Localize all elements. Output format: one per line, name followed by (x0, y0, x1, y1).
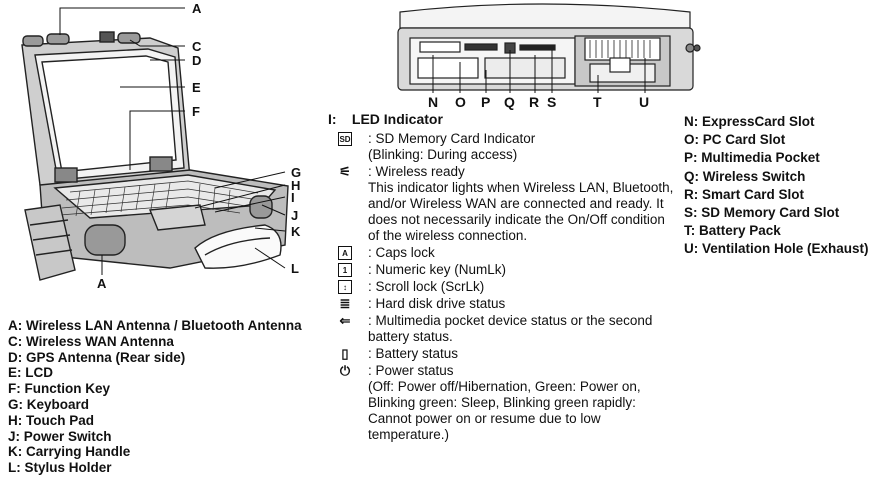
led-item-wireless: ⚟ : Wireless ready This indicator lights… (339, 164, 674, 243)
led-indicator-list: SD : SD Memory Card Indicator (Blinking:… (338, 131, 678, 444)
side-view-illustration (397, 3, 701, 91)
legend-item: L: Stylus Holder (8, 460, 112, 476)
callout-d: D (192, 53, 202, 68)
caps-lock-icon: A (338, 246, 352, 260)
led-item-hdd: ≣ : Hard disk drive status (339, 296, 506, 311)
legend-item: Q: Wireless Switch (684, 168, 806, 184)
hard-disk-icon: ≣ (339, 296, 351, 311)
legend-item: R: Smart Card Slot (684, 186, 805, 202)
multimedia-pocket-icon: ⇐ (339, 313, 351, 328)
callout-r: R (529, 94, 540, 110)
legend-right: N: ExpressCard Slot O: PC Card Slot P: M… (684, 113, 869, 259)
sd-card-icon: SD (338, 132, 352, 146)
callout-t: T (593, 94, 602, 110)
led-item-scrolllock: ↕ : Scroll lock (ScrLk) (338, 279, 678, 295)
callout-l: L (291, 261, 299, 276)
callout-j: J (291, 208, 299, 223)
led-item-caps: A : Caps lock (338, 245, 678, 261)
callout-a-top: A (192, 1, 202, 16)
led-item-multimedia: ⇐ : Multimedia pocket device status or t… (339, 313, 653, 344)
callout-c: C (192, 39, 202, 54)
callout-e: E (192, 80, 201, 95)
legend-item: S: SD Memory Card Slot (684, 204, 840, 220)
legend-item: U: Ventilation Hole (Exhaust) (684, 241, 869, 257)
legend-item: A: Wireless LAN Antenna / Bluetooth Ante… (8, 318, 302, 333)
callout-s: S (547, 94, 557, 110)
callout-o: O (455, 94, 466, 110)
legend-left: A: Wireless LAN Antenna / Bluetooth Ante… (8, 318, 302, 476)
callout-p: P (481, 94, 491, 110)
wireless-icon: ⚟ (339, 164, 351, 179)
legend-item: H: Touch Pad (8, 412, 94, 428)
legend-item: C: Wireless WAN Antenna (8, 333, 174, 349)
led-section-title: I: LED Indicator (328, 111, 443, 127)
led-title-text: LED Indicator (351, 111, 443, 127)
led-item-sd: SD : SD Memory Card Indicator (Blinking:… (338, 131, 536, 162)
num-lock-icon: 1 (338, 263, 352, 277)
callout-n: N (428, 94, 439, 110)
legend-item: E: LCD (8, 365, 53, 381)
led-item-numlock: 1 : Numeric key (NumLk) (338, 262, 678, 278)
callout-i: I (291, 190, 295, 205)
scroll-lock-icon: ↕ (338, 280, 352, 294)
power-icon: ⏻ (339, 363, 351, 378)
legend-item: O: PC Card Slot (684, 132, 786, 148)
callout-u: U (639, 94, 650, 110)
led-title-letter: I: (328, 111, 337, 127)
legend-item: T: Battery Pack (684, 223, 781, 239)
legend-item: J: Power Switch (8, 428, 112, 444)
legend-item: D: GPS Antenna (Rear side) (8, 349, 186, 365)
laptop-illustration (21, 31, 289, 281)
callout-f: F (192, 104, 200, 119)
led-item-battery: ▯ : Battery status (338, 346, 678, 362)
legend-item: F: Function Key (8, 381, 110, 397)
callout-h: H (291, 178, 301, 193)
legend-item: K: Carrying Handle (8, 444, 131, 460)
callout-g: G (291, 165, 302, 180)
led-item-power: ⏻ : Power status (Off: Power off/Hiberna… (339, 363, 641, 442)
callout-a-bottom: A (97, 276, 107, 291)
battery-icon: ▯ (341, 346, 349, 361)
legend-item: P: Multimedia Pocket (684, 150, 820, 166)
legend-item: G: Keyboard (8, 396, 90, 412)
callout-k: K (291, 224, 301, 239)
callout-q: Q (504, 94, 515, 110)
legend-item: N: ExpressCard Slot (684, 114, 815, 129)
